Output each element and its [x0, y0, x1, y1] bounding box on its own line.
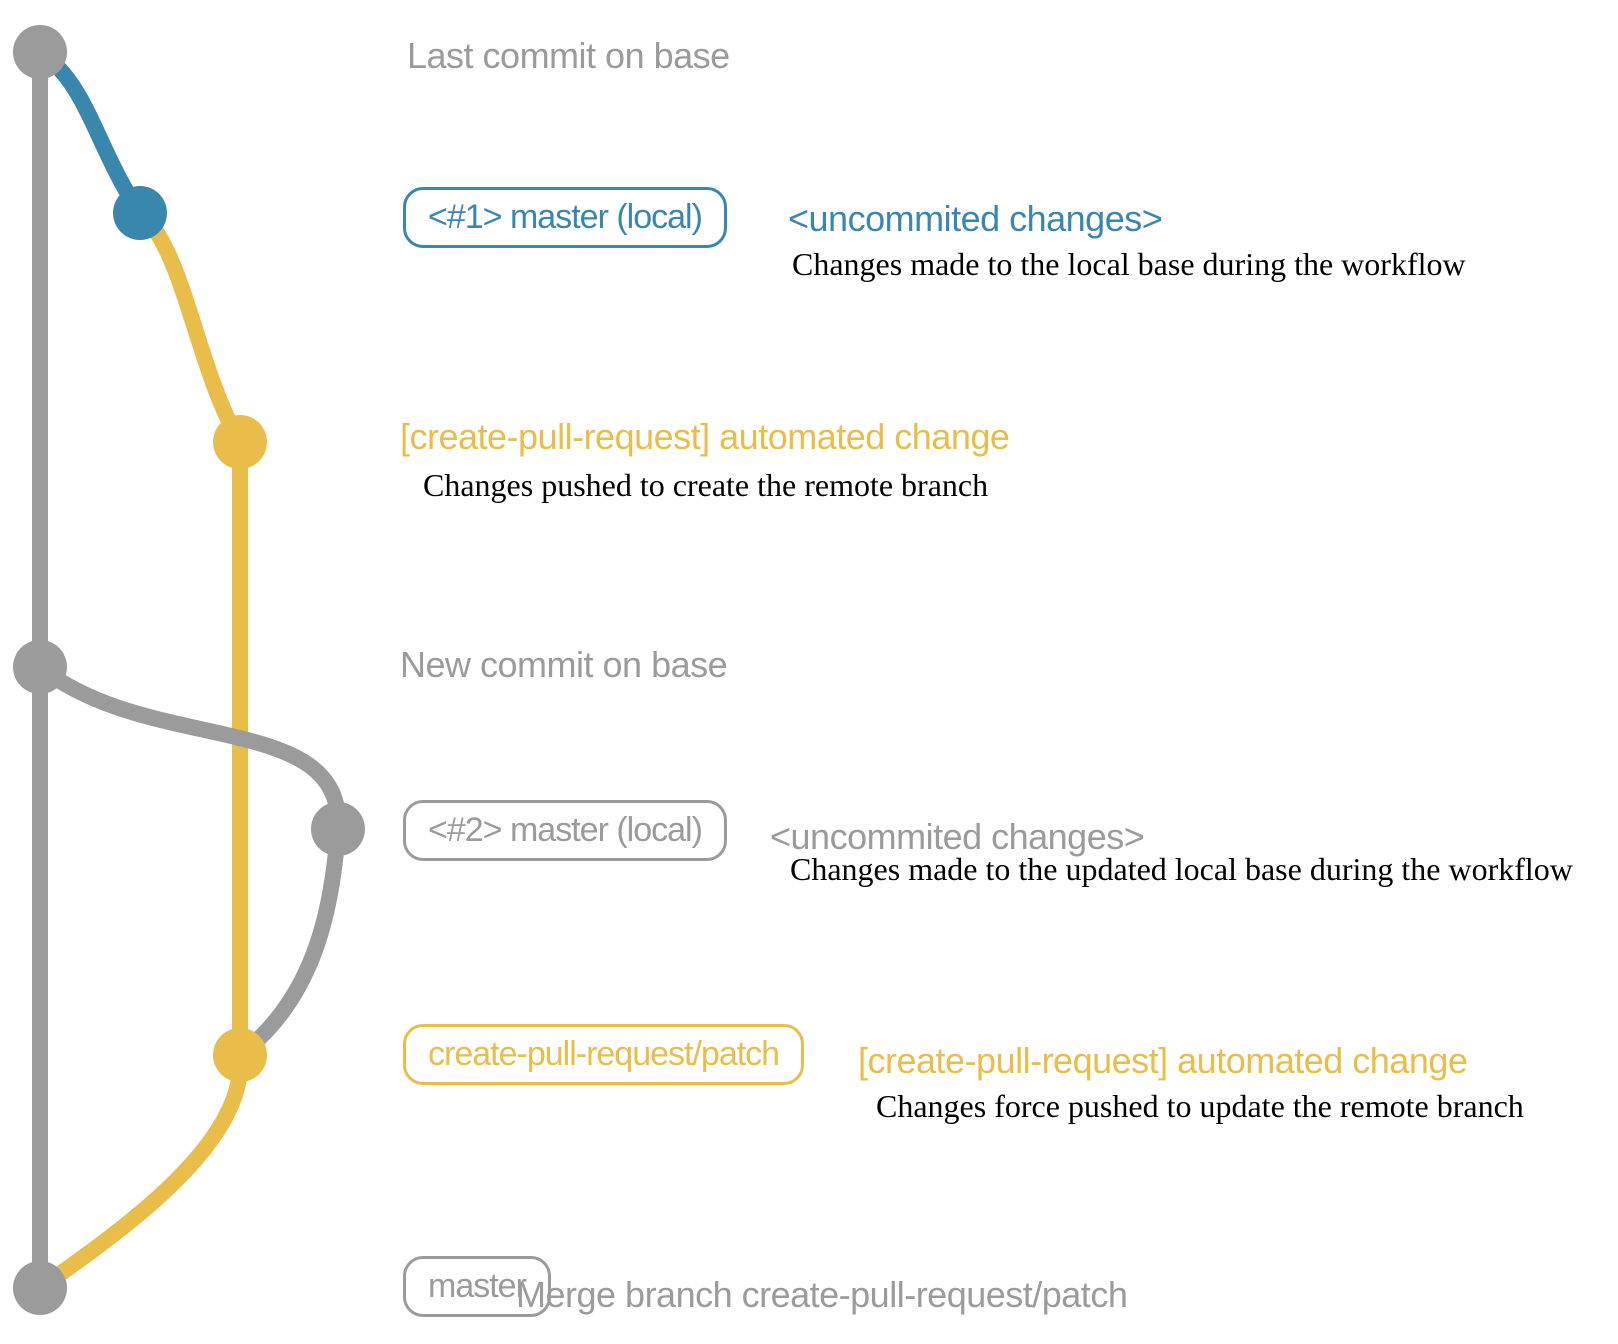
label-new-commit-on-base: New commit on base: [400, 644, 728, 685]
desc-push-create-branch: Changes pushed to create the remote bran…: [423, 467, 989, 503]
note-uncommited-changes-1: <uncommited changes>: [788, 198, 1163, 239]
commit-dot-local-1: [113, 186, 167, 240]
commit-graph: [13, 25, 365, 1315]
local-branch-curve-2-in: [235, 828, 346, 1062]
badge-create-pull-request-patch: create-pull-request/patch: [403, 1024, 805, 1085]
commit-dot-merge: [13, 1261, 67, 1315]
commit-dot-last-base: [13, 25, 67, 79]
commit-dot-remote-2: [213, 1028, 267, 1082]
commit-dot-remote-1: [213, 415, 267, 469]
note-uncommited-changes-2: <uncommited changes>: [770, 816, 1145, 857]
commit-dot-local-2: [311, 802, 365, 856]
note-automated-change-1: [create-pull-request] automated change: [400, 416, 1010, 457]
label-last-commit-on-base: Last commit on base: [407, 35, 730, 76]
badge-master-local-1: <#1> master (local): [403, 187, 727, 248]
badge-master-local-2: <#2> master (local): [403, 800, 727, 861]
local-branch-curve-1: [35, 45, 147, 218]
desc-force-push-update: Changes force pushed to update the remot…: [876, 1088, 1524, 1124]
local-branch-curve-2-out: [35, 660, 347, 830]
note-merge-branch: Merge branch create-pull-request/patch: [516, 1274, 1128, 1315]
desc-local-changes-2: Changes made to the updated local base d…: [790, 851, 1573, 887]
note-automated-change-2: [create-pull-request] automated change: [858, 1040, 1468, 1081]
commit-dot-new-base: [13, 640, 67, 694]
remote-branch-curve-out: [134, 206, 247, 447]
desc-local-changes-1: Changes made to the local base during th…: [792, 246, 1466, 282]
remote-branch-curve-merge: [35, 1054, 249, 1295]
badge-master: master: [403, 1256, 551, 1317]
